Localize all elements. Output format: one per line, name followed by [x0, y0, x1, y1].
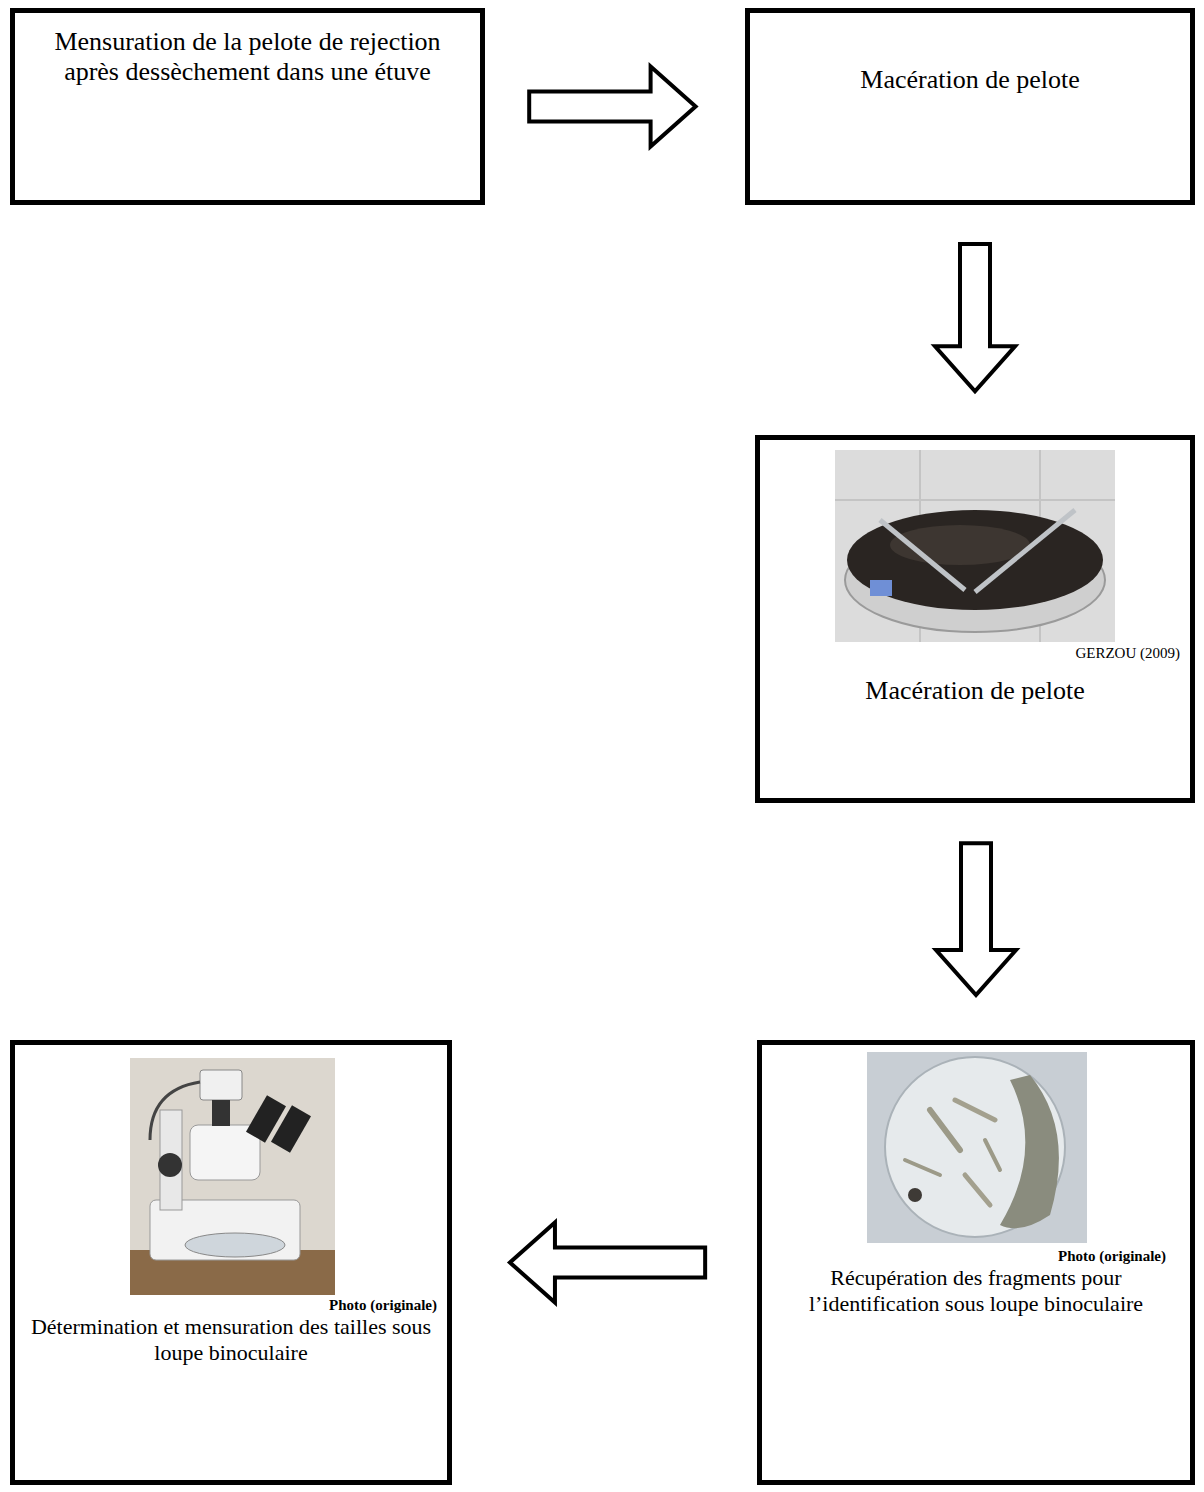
- process-box: GERZOU (2009) Macération de pelote: [755, 435, 1195, 803]
- bone-fragment: [985, 1140, 1000, 1170]
- photo-credit: Photo (originale): [772, 1248, 1166, 1265]
- photo-credit: GERZOU (2009): [770, 645, 1180, 662]
- eyepiece: [271, 1105, 311, 1152]
- camera-adapter: [212, 1100, 230, 1126]
- process-box: Macération de pelote: [745, 8, 1195, 205]
- maceration-photo: [835, 450, 1115, 642]
- specimen-dish: [185, 1233, 285, 1257]
- process-box: Photo (originale)Détermination et mensur…: [10, 1040, 452, 1485]
- dark-fragment: [908, 1188, 922, 1202]
- camera-cable: [150, 1082, 200, 1140]
- process-box: Photo (originale)Récupération des fragme…: [757, 1040, 1195, 1485]
- step-label: Macération de pelote: [760, 65, 1180, 95]
- soaked-pellet: [847, 510, 1103, 610]
- tile-joint: [835, 499, 1115, 501]
- forceps: [880, 520, 965, 590]
- step-label: Macération de pelote: [770, 676, 1180, 706]
- photo-credit: Photo (originale): [25, 1297, 437, 1314]
- step-label: Récupération des fragments pour l’identi…: [772, 1265, 1180, 1316]
- step-label: Mensuration de la pelote de rejection ap…: [25, 27, 470, 87]
- block-arrow: [935, 244, 1015, 391]
- focus-knob: [158, 1153, 182, 1177]
- camera: [200, 1070, 242, 1100]
- photo-background: [130, 1058, 335, 1295]
- blue-fragment: [870, 580, 892, 596]
- photo-background: [835, 450, 1115, 642]
- process-box: Mensuration de la pelote de rejection ap…: [10, 8, 485, 205]
- bone-fragment: [955, 1100, 995, 1120]
- block-arrow: [936, 843, 1016, 995]
- block-arrow: [510, 1223, 705, 1303]
- grey-residue: [1000, 1075, 1059, 1228]
- fragments-photo: [867, 1052, 1087, 1243]
- microscope-photo: [130, 1058, 335, 1295]
- photo-background: [867, 1052, 1087, 1243]
- petri-dish: [885, 1057, 1065, 1237]
- bone-fragment: [930, 1110, 960, 1150]
- forceps: [975, 510, 1075, 592]
- step-label: Détermination et mensuration des tailles…: [25, 1314, 437, 1365]
- block-arrow: [529, 67, 695, 147]
- bone-fragment: [965, 1175, 990, 1205]
- bone-fragment: [905, 1160, 940, 1175]
